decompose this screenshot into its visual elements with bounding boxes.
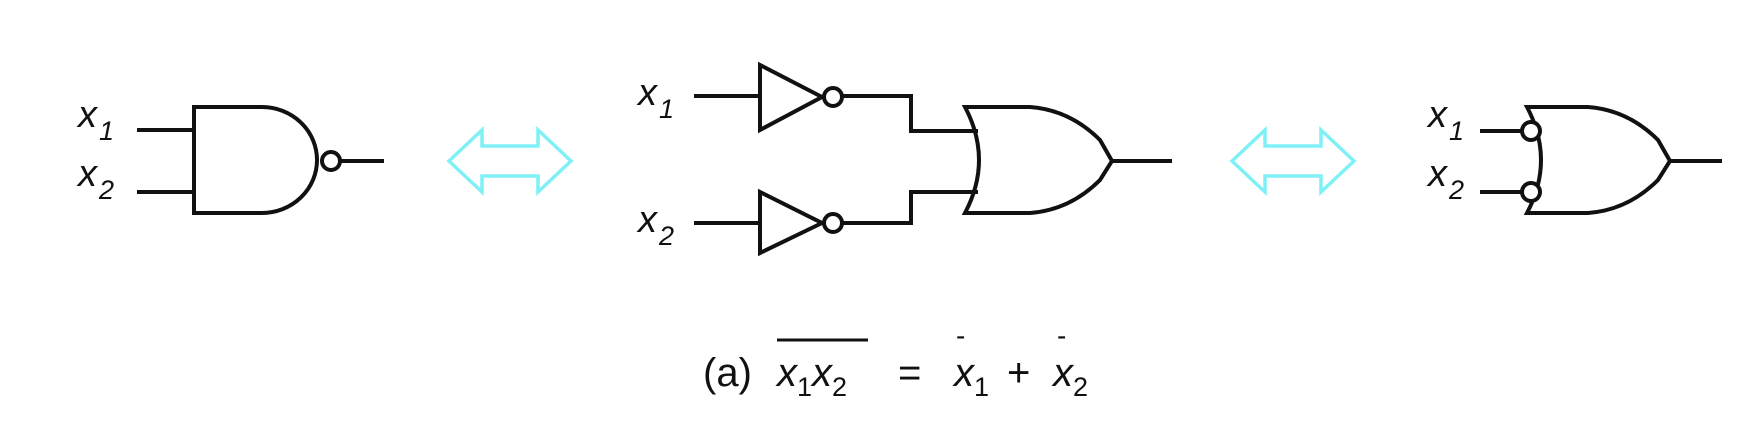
equivalence-arrow-icon [446, 125, 574, 197]
caption-equals: = [898, 351, 921, 395]
nand-output-bubble [320, 150, 342, 172]
or-gate-inverted-inputs-group: x1 x2 [1426, 94, 1722, 215]
inverter-2-bubble [822, 212, 844, 234]
middle-input-x1-label: x1 [636, 72, 674, 124]
right-input-x1-label: x1 [1426, 94, 1464, 146]
right-input-2-bubble [1520, 181, 1542, 203]
inverter-1-triangle [758, 61, 827, 134]
nand-gate-body [192, 105, 319, 215]
caption-prefix: (a) [703, 351, 752, 395]
right-input-x2-label: x2 [1426, 153, 1464, 205]
caption-plus: + [1007, 351, 1030, 395]
equivalence-arrow-icon-2 [1229, 125, 1357, 197]
nand-gate-group: x1 x2 [76, 94, 384, 215]
caption-bar-x2: - [1057, 320, 1066, 351]
caption: (a) x1x2 = - x1 + - x2 [703, 320, 1088, 402]
nand-input-x1-label: x1 [76, 94, 114, 146]
inverter-2-output-wire [842, 190, 978, 225]
inverter-2-triangle [758, 188, 827, 257]
middle-input-x2-label: x2 [636, 199, 674, 251]
caption-lhs: x1x2 [775, 351, 847, 402]
caption-bar-x1: - [956, 320, 965, 351]
caption-rhs-term-1: x1 [952, 351, 989, 402]
inverter-1-output-wire [842, 94, 978, 133]
or-gate-body [961, 105, 1115, 215]
nand-input-x2-label: x2 [76, 153, 114, 205]
right-input-1-bubble [1520, 120, 1542, 142]
inverter-or-circuit: x1 x2 [636, 61, 1172, 257]
right-or-gate-body [1523, 105, 1673, 215]
inverter-1-bubble [822, 86, 844, 108]
caption-rhs-term-2: x2 [1051, 351, 1088, 402]
